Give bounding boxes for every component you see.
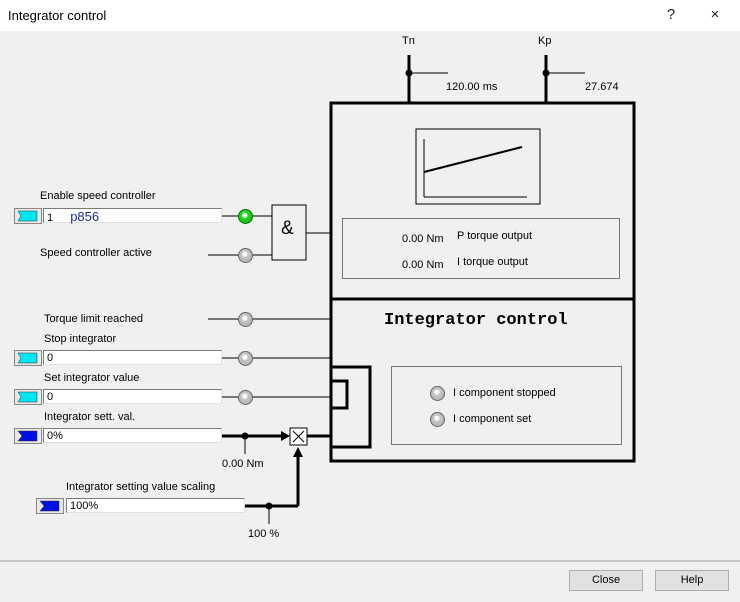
stop-integrator-led: [238, 351, 253, 366]
scaling-label: Integrator setting value scaling: [66, 481, 216, 493]
bico-connector-icon: [17, 210, 38, 222]
integrator-status-panel: [391, 366, 622, 445]
i-component-set-led: [430, 412, 445, 427]
connector-button[interactable]: [14, 208, 42, 224]
connector-button[interactable]: [14, 428, 42, 444]
close-button[interactable]: Close: [569, 570, 643, 591]
analog-connector-icon: [17, 430, 38, 442]
integrator-block-border: [329, 101, 636, 463]
help-button[interactable]: Help: [655, 570, 729, 591]
bico-connector-icon: [17, 391, 38, 403]
enable-speed-controller-field[interactable]: 1 p856: [43, 208, 222, 224]
integrator-sett-val-readout: 0.00 Nm: [222, 458, 264, 470]
kp-label: Kp: [538, 35, 552, 47]
scaling-field[interactable]: 100%: [66, 498, 245, 513]
torque-limit-led: [238, 312, 253, 327]
set-integrator-value-led: [238, 390, 253, 405]
tn-value: 120.00 ms: [446, 81, 498, 93]
enable-led: [238, 209, 253, 224]
integrator-sett-val-field[interactable]: 0%: [43, 428, 222, 443]
torque-outputs-panel: [342, 218, 620, 279]
i-component-stopped-led: [430, 386, 445, 401]
field-param: p856: [70, 209, 100, 224]
kp-value: 27.674: [585, 81, 619, 93]
stop-integrator-label: Stop integrator: [44, 333, 117, 345]
i-component-set-label: I component set: [453, 413, 532, 425]
connector-button[interactable]: [36, 498, 64, 514]
stop-integrator-field[interactable]: 0: [43, 350, 222, 365]
connector-button[interactable]: [14, 389, 42, 405]
connector-button[interactable]: [14, 350, 42, 366]
title-bar: Integrator control ? ×: [0, 0, 740, 31]
i-torque-label: I torque output: [457, 256, 528, 268]
enable-speed-controller-label: Enable speed controller: [40, 190, 156, 202]
field-index: 1: [47, 212, 54, 224]
kp-junction: [542, 69, 550, 77]
integrator-sett-val-label: Integrator sett. val.: [44, 411, 136, 423]
bico-connector-icon: [17, 352, 38, 364]
set-integrator-value-label: Set integrator value: [44, 372, 140, 384]
torque-limit-label: Torque limit reached: [44, 313, 144, 325]
characteristic-graph: [415, 128, 541, 205]
and-gate-symbol: &: [281, 218, 294, 239]
speed-controller-active-led: [238, 248, 253, 263]
tn-junction: [405, 69, 413, 77]
analog-connector-icon: [39, 500, 60, 512]
tn-label: Tn: [402, 35, 415, 47]
block-title: Integrator control: [384, 311, 568, 330]
p-torque-value: 0.00 Nm: [402, 233, 444, 245]
scaling-readout: 100 %: [248, 528, 280, 540]
i-torque-value: 0.00 Nm: [402, 259, 444, 271]
speed-controller-active-label: Speed controller active: [40, 247, 152, 259]
window-title: Integrator control: [8, 8, 107, 23]
set-integrator-value-field[interactable]: 0: [43, 389, 222, 404]
close-icon[interactable]: ×: [710, 6, 720, 23]
i-component-stopped-label: I component stopped: [453, 387, 556, 399]
p-torque-label: P torque output: [457, 230, 533, 242]
help-icon[interactable]: ?: [666, 6, 676, 23]
